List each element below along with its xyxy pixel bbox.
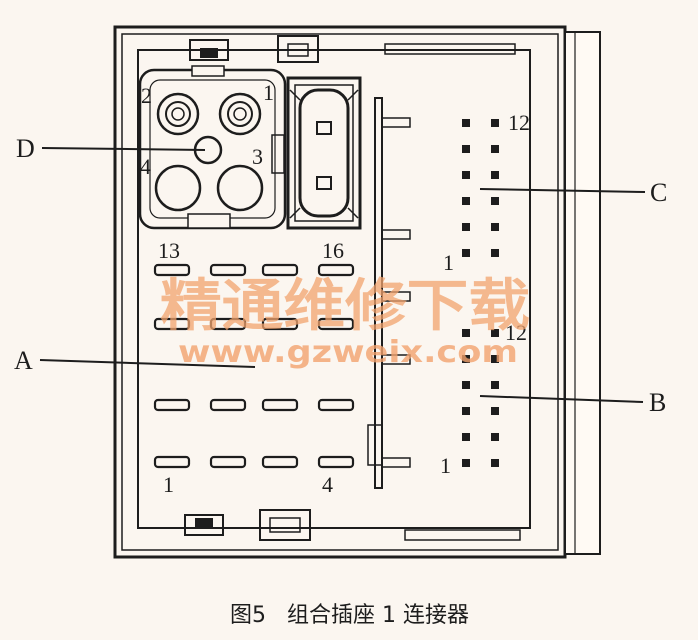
terminal-slot [317, 455, 355, 469]
block-a-terminals [153, 263, 355, 469]
block-a-label-1: 1 [163, 472, 174, 497]
pin-dot [462, 329, 470, 337]
pin-dot [462, 381, 470, 389]
top-latch-right [277, 35, 319, 63]
leader-line-a [39, 359, 256, 368]
callout-a: A [14, 346, 33, 375]
pin-dot [491, 355, 499, 363]
leader-line-c [479, 188, 646, 193]
leader-line-b [479, 395, 644, 403]
pin-dot [491, 145, 499, 153]
pin-dot [491, 459, 499, 467]
pin-dot [491, 171, 499, 179]
block-b-label-1: 1 [440, 453, 451, 478]
terminal-slot [317, 317, 355, 331]
leader-line-d [41, 147, 206, 151]
pin-dot [491, 197, 499, 205]
terminal-slot [317, 398, 355, 412]
block-c-label-12: 12 [508, 110, 530, 135]
terminal-slot [153, 317, 191, 331]
pin-dot [462, 407, 470, 415]
callout-d: D [16, 134, 35, 163]
terminal-slot [209, 398, 247, 412]
pin-dot [491, 119, 499, 127]
pin-dot [462, 433, 470, 441]
pin-dot [462, 119, 470, 127]
bottom-latch-right [259, 509, 311, 541]
housing-side-rail [564, 31, 601, 555]
pin-2-socket [156, 92, 200, 136]
pin-dot [491, 223, 499, 231]
pin-4-socket [154, 164, 202, 212]
top-latch-left [189, 39, 229, 61]
block-a-label-4: 4 [322, 472, 333, 497]
block-c-label-1: 1 [443, 250, 454, 275]
separator-wall [367, 97, 411, 489]
module-pin-label-4: 4 [140, 154, 151, 179]
block-a-label-13: 13 [158, 238, 180, 263]
pin-dot [491, 329, 499, 337]
callout-c: C [650, 178, 667, 207]
inner-cavity [137, 49, 531, 529]
module-pin-label-3: 3 [252, 144, 263, 169]
lock-module [286, 76, 362, 230]
pin-dot [491, 381, 499, 389]
module-pin-label-1: 1 [263, 80, 274, 105]
bottom-latch-left [184, 514, 224, 536]
pin-dot [491, 433, 499, 441]
terminal-slot [261, 263, 299, 277]
pin-1-socket [218, 92, 262, 136]
top-rib [384, 43, 516, 55]
pin-dot [491, 249, 499, 257]
pin-dot [491, 407, 499, 415]
pin-dot [462, 145, 470, 153]
pin-dot [462, 197, 470, 205]
block-a-label-16: 16 [322, 238, 344, 263]
module-pin-label-2: 2 [141, 83, 152, 108]
pin-3-socket [216, 164, 264, 212]
housing-inner [121, 33, 559, 551]
pin-dot [462, 249, 470, 257]
terminal-slot [153, 398, 191, 412]
terminal-slot [209, 455, 247, 469]
terminal-slot [209, 317, 247, 331]
pin-dot [462, 171, 470, 179]
block-b-pins [462, 329, 499, 467]
pin-dot [462, 223, 470, 231]
pin-dot [462, 459, 470, 467]
block-b-label-12: 12 [505, 320, 527, 345]
terminal-slot [209, 263, 247, 277]
terminal-slot [261, 455, 299, 469]
watermark-title: 精通维修下载 [160, 274, 530, 339]
bottom-rib [404, 529, 521, 541]
terminal-slot [153, 455, 191, 469]
terminal-slot [261, 398, 299, 412]
callout-b: B [649, 388, 666, 417]
terminal-slot [261, 317, 299, 331]
figure-caption: 图5 组合插座 1 连接器 [230, 603, 469, 628]
block-c-pins [462, 119, 499, 257]
pin-dot [462, 355, 470, 363]
terminal-slot [153, 263, 191, 277]
terminal-slot [317, 263, 355, 277]
watermark-url: www.gzweix.com [178, 335, 518, 370]
